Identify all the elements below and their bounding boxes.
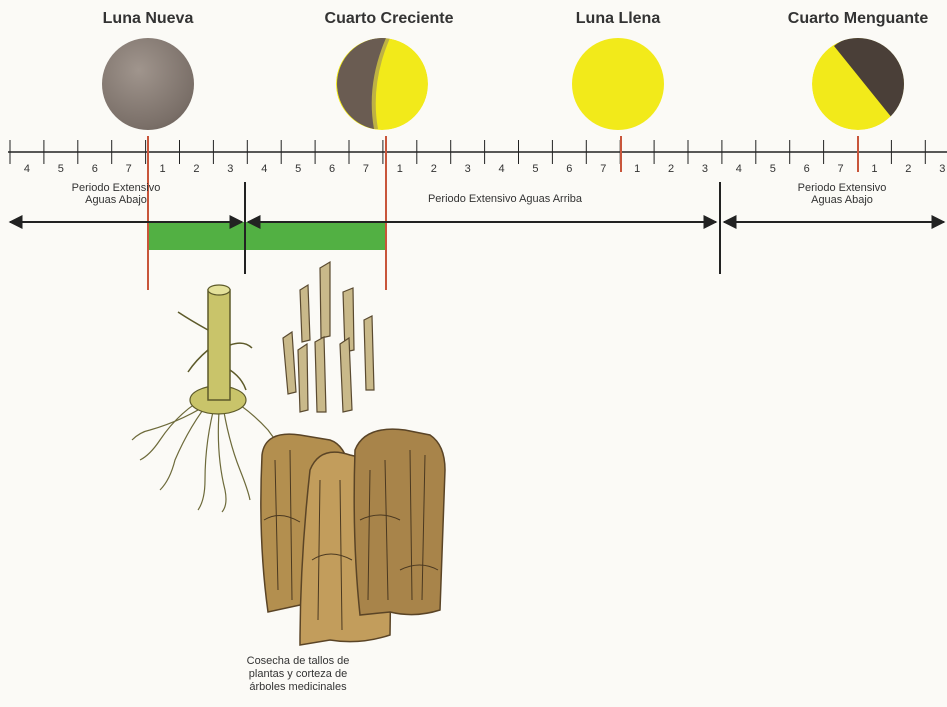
day-label: 7: [363, 163, 369, 175]
day-label: 3: [227, 163, 233, 175]
day-label: 1: [397, 163, 403, 175]
day-label: 6: [566, 163, 572, 175]
day-label: 4: [498, 163, 504, 175]
day-label: 2: [431, 163, 437, 175]
bark-pieces-illustration: [261, 429, 445, 645]
day-label: 7: [126, 163, 132, 175]
day-label: 4: [24, 163, 30, 175]
cut-stems-illustration: [283, 262, 374, 412]
caption-line: árboles medicinales: [223, 681, 373, 694]
period-label-aguas-abajo-left: Periodo Extensivo Aguas Abajo: [72, 182, 161, 206]
day-label: 5: [58, 163, 64, 175]
timeline-day-labels: 4 5 6 7 1 2 3 4 5 6 7 1 2 3 4 5 6 7 1 2 3 4 5 6 7 1 2 3: [24, 163, 945, 175]
caption-line: plantas y corteza de: [223, 668, 373, 681]
day-label: 3: [702, 163, 708, 175]
day-label: 6: [92, 163, 98, 175]
day-label: 3: [939, 163, 945, 175]
harvest-window-bar: [149, 222, 386, 250]
period-label-line: Aguas Abajo: [798, 194, 887, 206]
harvest-caption: Cosecha de tallos de plantas y corteza d…: [223, 655, 373, 694]
caption-line: Cosecha de tallos de: [223, 655, 373, 668]
period-label-line: Periodo Extensivo: [72, 182, 161, 194]
period-label-line: Aguas Abajo: [72, 194, 161, 206]
day-label: 6: [329, 163, 335, 175]
period-label-line: Periodo Extensivo: [798, 182, 887, 194]
day-label: 1: [159, 163, 165, 175]
day-label: 2: [193, 163, 199, 175]
day-label: 5: [770, 163, 776, 175]
day-label: 1: [871, 163, 877, 175]
day-label: 5: [532, 163, 538, 175]
day-label: 6: [804, 163, 810, 175]
plant-roots-illustration: [132, 285, 280, 512]
day-label: 5: [295, 163, 301, 175]
day-label: 2: [668, 163, 674, 175]
period-label-line: Periodo Extensivo Aguas Arriba: [428, 193, 582, 205]
day-label: 4: [736, 163, 742, 175]
day-label: 3: [465, 163, 471, 175]
day-label: 7: [837, 163, 843, 175]
day-label: 7: [600, 163, 606, 175]
period-label-aguas-arriba: Periodo Extensivo Aguas Arriba: [428, 193, 582, 205]
day-label: 2: [905, 163, 911, 175]
period-label-aguas-abajo-right: Periodo Extensivo Aguas Abajo: [798, 182, 887, 206]
day-label: 1: [634, 163, 640, 175]
day-label: 4: [261, 163, 267, 175]
